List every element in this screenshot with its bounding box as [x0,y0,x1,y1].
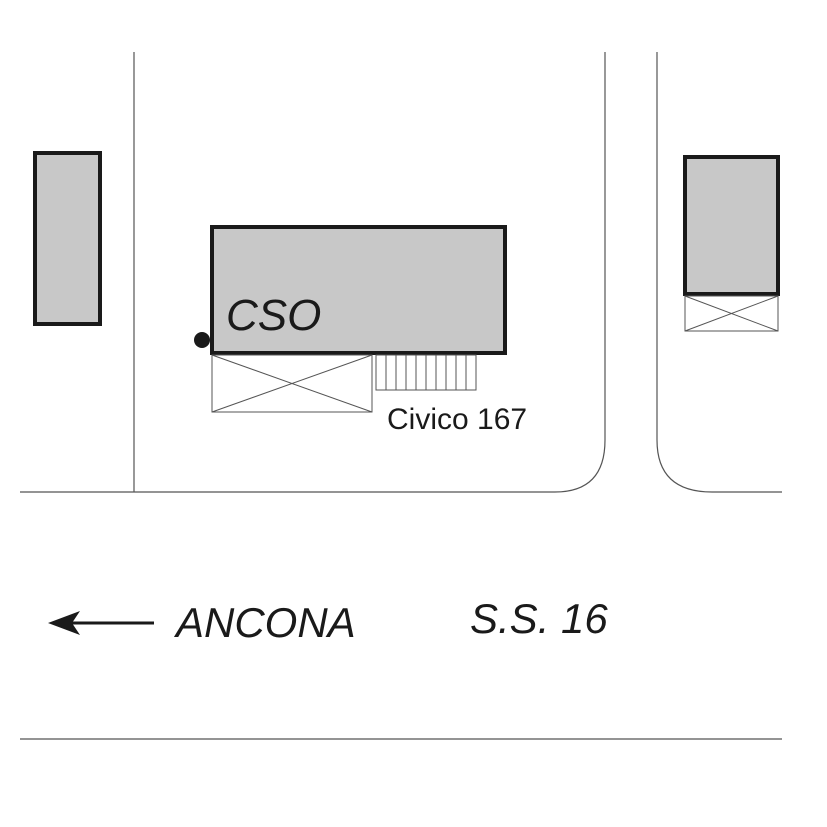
building-left [33,151,102,326]
building-right [683,155,780,296]
stairs [375,354,477,391]
road-edge-right-block [656,52,782,493]
crossed-area-right [684,295,779,332]
building-label: CSO [226,291,321,340]
road-label: S.S. 16 [470,595,608,642]
direction-label: ANCONA [173,599,356,646]
crossed-area-cso [211,354,373,413]
building-cso [210,225,507,355]
left-arrow-icon [48,611,154,635]
house-number-label: Civico 167 [387,403,527,436]
road-edge-left-block [20,52,606,493]
road-lines [20,52,782,740]
dot-marker-icon [194,332,210,348]
